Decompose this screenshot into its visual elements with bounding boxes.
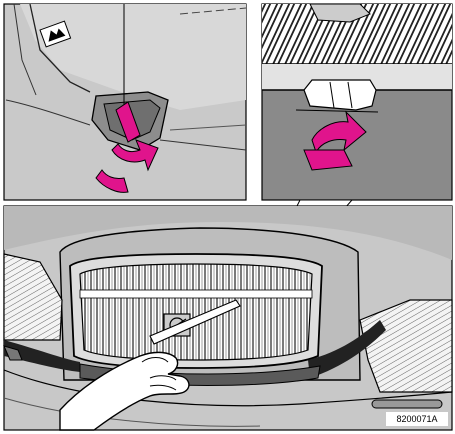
car-front-grille-icon: [70, 254, 322, 368]
main-front-grille: [4, 206, 452, 430]
inset-latch-lever: [4, 4, 246, 200]
inset-grille-release: [262, 4, 452, 200]
figure-reference-code: 8200071A: [386, 412, 448, 426]
